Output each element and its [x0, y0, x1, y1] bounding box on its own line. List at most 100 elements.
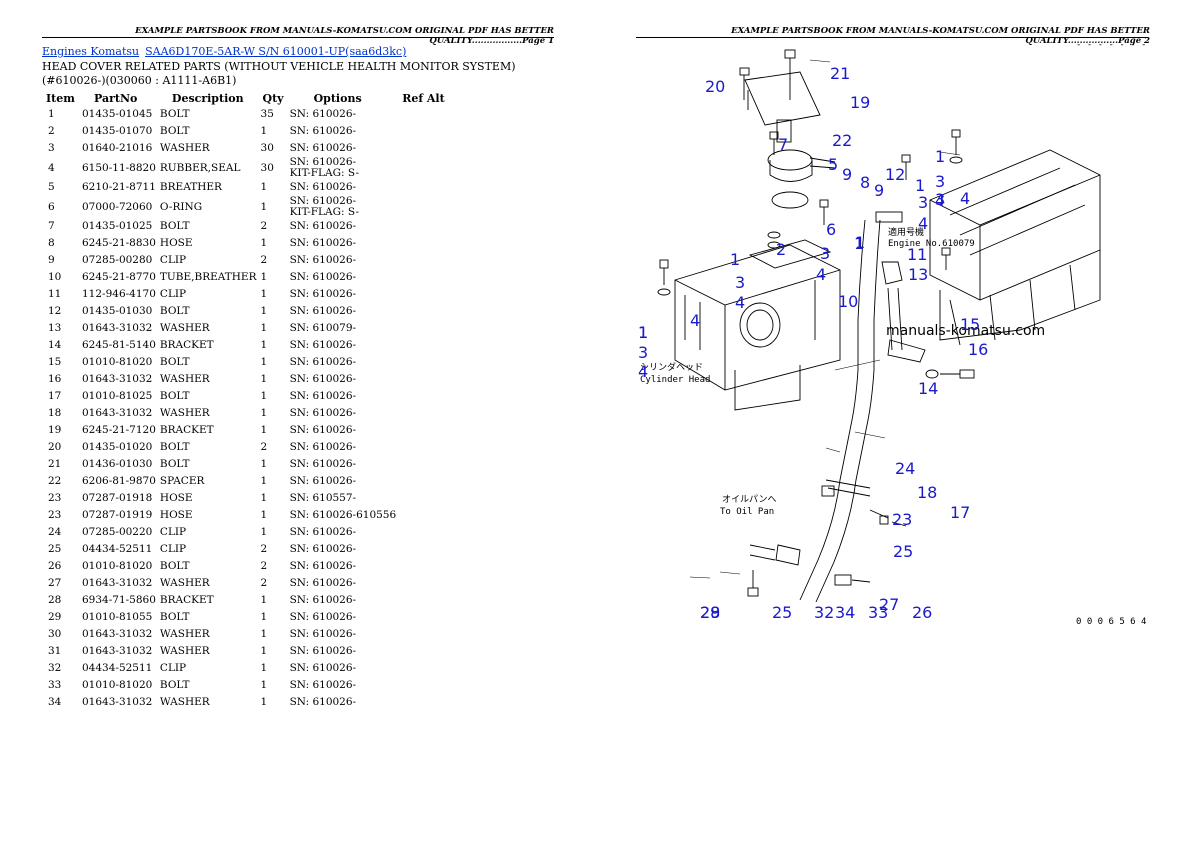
row-item: 1	[48, 108, 55, 120]
row-options: SN: 610026-	[288, 609, 399, 626]
row-refalt	[398, 405, 452, 422]
breadcrumb-link-engines[interactable]: Engines Komatsu	[42, 45, 140, 58]
row-refalt	[398, 626, 452, 643]
callout-11: 11	[907, 245, 927, 264]
row-refalt	[398, 157, 452, 179]
callout-1: 1	[638, 323, 648, 342]
callout-25: 25	[772, 603, 792, 622]
row-refalt	[398, 456, 452, 473]
option-serial: SN: 610557-	[289, 492, 357, 504]
callout-8: 8	[860, 173, 870, 192]
row-partno: 07287-01918	[82, 492, 153, 504]
callout-15: 15	[960, 315, 980, 334]
callout-3: 3	[820, 244, 830, 263]
row-qty: 1	[260, 305, 268, 317]
callout-12: 12	[885, 165, 905, 184]
row-refalt	[398, 337, 452, 354]
callout-21: 21	[830, 64, 850, 83]
callout-5: 5	[828, 155, 838, 174]
row-options: SN: 610026-	[288, 592, 399, 609]
row-partno: 01010-81020	[82, 560, 153, 572]
row-item: 34	[48, 696, 62, 708]
callout-9: 9	[842, 165, 852, 184]
row-qty: 1	[260, 492, 268, 504]
breadcrumb-link-model[interactable]: SAA6D170E-5AR-W S/N 610001-UP(saa6d3kc)	[145, 45, 407, 58]
row-description: BOLT	[159, 441, 190, 453]
option-serial: SN: 610026-	[289, 271, 357, 283]
row-qty: 2	[260, 560, 268, 572]
option-serial: SN: 610026-	[289, 662, 357, 674]
row-qty: 2	[260, 577, 268, 589]
row-item: 5	[48, 181, 55, 193]
row-item: 33	[48, 679, 62, 691]
col-options: Options	[313, 91, 362, 105]
callout-3: 3	[935, 190, 945, 209]
row-options: SN: 610026-610556	[288, 507, 399, 524]
row-description: BOLT	[159, 108, 190, 120]
row-item: 16	[48, 373, 62, 385]
row-qty: 2	[260, 220, 268, 232]
row-options: SN: 610026-	[288, 643, 399, 660]
row-qty: 1	[260, 407, 268, 419]
row-partno: 01643-31032	[82, 373, 153, 385]
row-qty: 1	[260, 458, 268, 470]
row-item: 10	[48, 271, 62, 283]
row-description: WASHER	[159, 696, 210, 708]
callout-28: 28	[700, 603, 720, 622]
option-serial: SN: 610026-	[289, 594, 357, 606]
row-qty: 30	[260, 161, 274, 174]
row-description: TUBE,BREATHER	[159, 271, 257, 283]
col-partno: PartNo	[94, 91, 138, 105]
option-kit-flag: KIT-FLAG: S-	[289, 167, 359, 179]
row-refalt	[398, 473, 452, 490]
row-description: BRACKET	[159, 594, 214, 606]
row-refalt	[398, 320, 452, 337]
row-options: SN: 610026-	[288, 388, 399, 405]
callout-4: 4	[816, 265, 826, 284]
row-partno: 6206-81-9870	[82, 475, 156, 487]
callout-1: 1	[854, 234, 864, 253]
row-partno: 01643-31032	[82, 577, 153, 589]
row-item: 26	[48, 560, 62, 572]
row-partno: 01643-31032	[82, 696, 153, 708]
row-partno: 01643-31032	[82, 645, 153, 657]
callout-26: 26	[912, 603, 932, 622]
callout-4: 4	[918, 214, 928, 233]
row-refalt	[398, 286, 452, 303]
row-description: BOLT	[159, 611, 190, 623]
row-item: 9	[48, 254, 55, 266]
row-refalt	[398, 558, 452, 575]
callout-14: 14	[918, 379, 938, 398]
row-partno: 01436-01030	[82, 458, 153, 470]
row-qty: 1	[260, 181, 268, 193]
label-cylinder-head: Cylinder Head	[640, 375, 710, 385]
row-options: SN: 610026-	[288, 575, 399, 592]
option-serial: SN: 610026-	[289, 407, 357, 419]
row-partno: 6934-71-5860	[82, 594, 156, 606]
row-item: 15	[48, 356, 62, 368]
row-description: BRACKET	[159, 424, 214, 436]
row-description: O-RING	[159, 200, 203, 213]
row-qty: 35	[260, 108, 274, 120]
row-description: BOLT	[159, 305, 190, 317]
row-refalt	[398, 123, 452, 140]
option-serial: SN: 610026-	[289, 142, 357, 154]
option-serial: SN: 610026-	[289, 577, 357, 589]
row-refalt	[398, 609, 452, 626]
row-description: RUBBER,SEAL	[159, 161, 241, 174]
row-options: SN: 610026-	[288, 677, 399, 694]
option-serial: SN: 610026-	[289, 526, 357, 538]
row-qty: 1	[260, 645, 268, 657]
row-qty: 1	[260, 526, 268, 538]
row-partno: 07287-01919	[82, 509, 153, 521]
option-serial: SN: 610026-	[289, 156, 357, 168]
option-serial: SN: 610026-	[289, 195, 357, 207]
row-refalt	[398, 694, 452, 711]
option-serial: SN: 610026-	[289, 181, 357, 193]
